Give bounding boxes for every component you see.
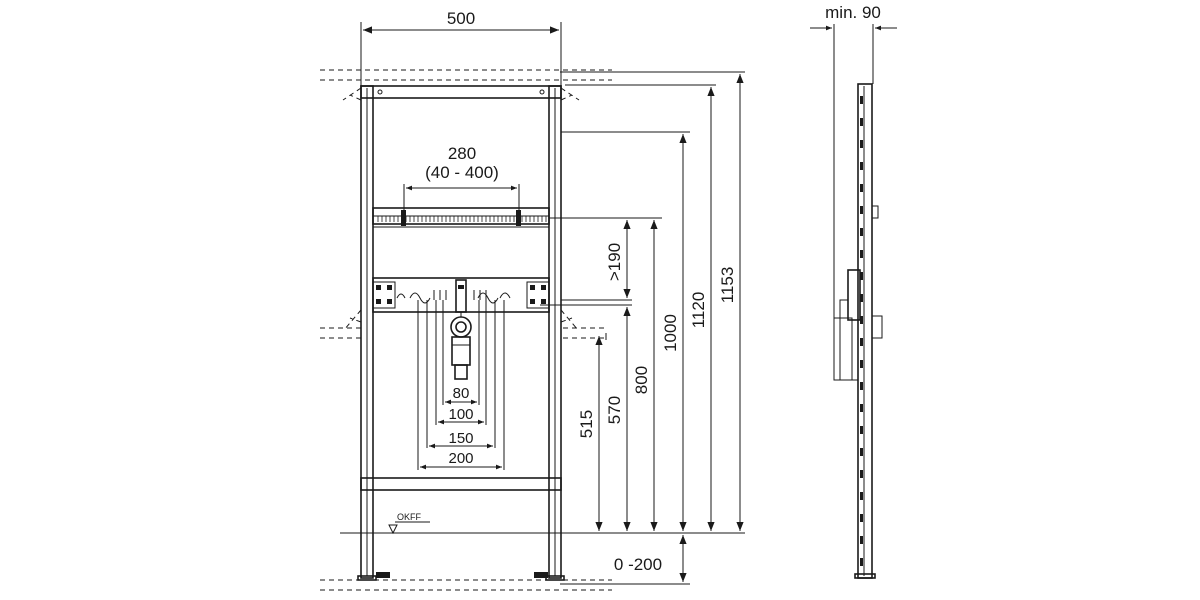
- spacing-range-label: (40 - 400): [425, 163, 499, 182]
- height-dimensions: >190 515 570 800 1000 1120 1153 0 -200: [577, 74, 744, 582]
- upper-crossbeam: [372, 207, 550, 228]
- frame: [342, 85, 580, 581]
- spacing-dim-label: 280: [448, 144, 476, 163]
- okff-floor-line: OKFF: [340, 512, 745, 535]
- dim-100-label: 100: [448, 406, 473, 423]
- ceiling-band: [320, 69, 745, 86]
- dim-1120-label: 1120: [689, 292, 708, 329]
- mid-floor-band: [320, 327, 606, 339]
- dim-800-label: 800: [632, 366, 651, 394]
- dim-570-label: 570: [605, 396, 624, 424]
- lower-crossbeam: [372, 277, 550, 313]
- dim-515-label: 515: [577, 410, 596, 438]
- drain-pipe: [450, 312, 472, 380]
- depth-dim-label: min. 90: [825, 3, 881, 22]
- spacing-dimension: 280 (40 - 400): [403, 144, 520, 210]
- okff-label: OKFF: [397, 512, 422, 522]
- floor-adjust-label: 0 -200: [614, 555, 662, 574]
- dim-150-label: 150: [448, 430, 473, 447]
- width-dimension: 500: [360, 9, 562, 86]
- side-view: min. 90: [810, 3, 897, 579]
- width-dim-label: 500: [447, 9, 475, 28]
- dim-190-label: >190: [605, 243, 624, 281]
- dim-80-label: 80: [453, 385, 470, 402]
- supply-spacing-dims: 80 100 150 200: [420, 385, 502, 470]
- dim-1000-label: 1000: [661, 314, 680, 352]
- reference-lines: [540, 131, 690, 340]
- dim-1153-label: 1153: [718, 267, 737, 304]
- dim-200-label: 200: [448, 450, 473, 467]
- supply-guides: [417, 300, 505, 470]
- floor-band: [320, 579, 690, 591]
